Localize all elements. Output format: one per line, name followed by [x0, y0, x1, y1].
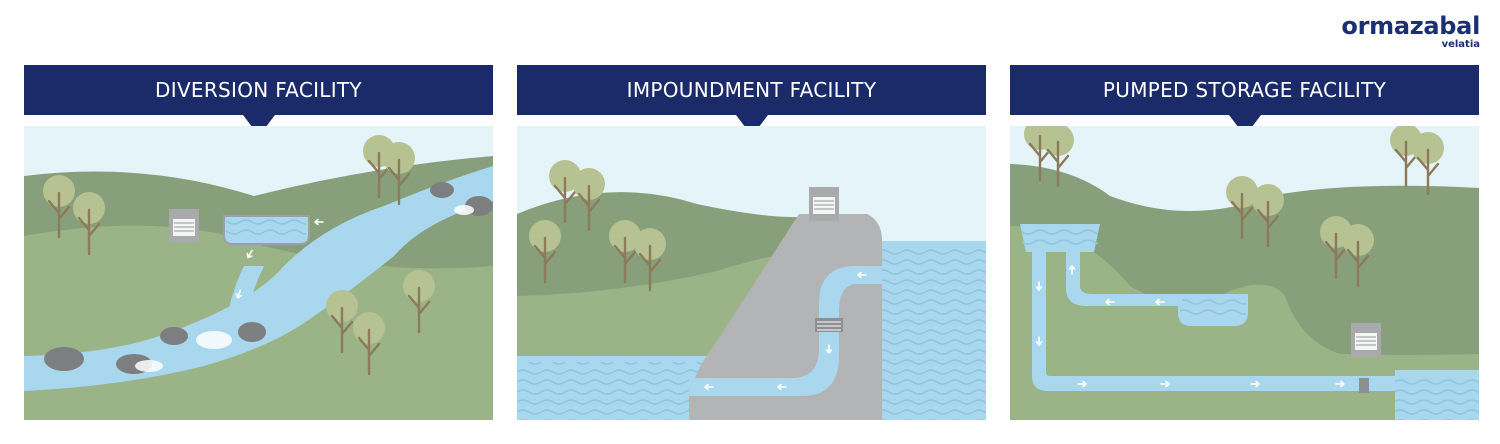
main-tunnel: [1032, 252, 1395, 391]
panel-title-diversion: DIVERSION FACILITY: [24, 65, 493, 115]
secondary-tunnel: [1066, 252, 1182, 306]
brand-name: ormazabal: [1341, 12, 1480, 40]
powerhouse: [808, 186, 840, 222]
penstock: [689, 266, 882, 396]
panel-title-pumped-storage: PUMPED STORAGE FACILITY: [1010, 65, 1479, 115]
brand-logo: ormazabal velatia: [1341, 14, 1480, 51]
diversion-illustration: [24, 126, 493, 420]
river: [24, 166, 493, 391]
powerhouse: [168, 208, 200, 244]
brand-subname: velatia: [1441, 39, 1480, 50]
impoundment-illustration: [517, 126, 986, 420]
impoundment-facility-panel: IMPOUNDMENT FACILITY: [517, 65, 986, 420]
pumped-storage-illustration: [1010, 126, 1479, 420]
pumped-storage-facility-panel: PUMPED STORAGE FACILITY: [1010, 65, 1479, 420]
front-hill: [1010, 226, 1479, 420]
panel-title-impoundment: IMPOUNDMENT FACILITY: [517, 65, 986, 115]
powerhouse: [1350, 322, 1382, 358]
diversion-facility-panel: DIVERSION FACILITY: [24, 65, 493, 420]
penstock-channel: [224, 266, 264, 336]
